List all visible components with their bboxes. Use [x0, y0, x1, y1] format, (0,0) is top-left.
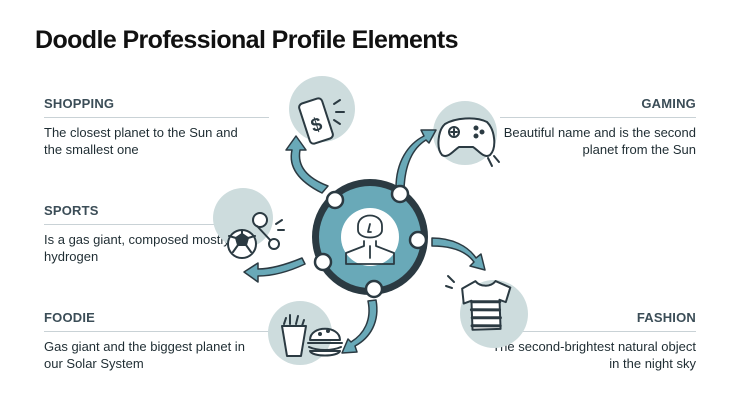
desc-foodie: Gas giant and the biggest planet in our … [44, 339, 245, 371]
node-left [313, 252, 333, 272]
node-right [408, 230, 428, 250]
node-top-right [390, 184, 410, 204]
arrow-sports [243, 257, 306, 283]
divider-sports [44, 224, 244, 225]
fries-burger-icon [281, 314, 343, 357]
center-avatar [312, 179, 428, 295]
label-sports: SPORTS [44, 203, 99, 218]
divider-shopping [44, 117, 269, 118]
divider-gaming [500, 117, 696, 118]
label-shopping: SHOPPING [44, 96, 115, 111]
node-top-left [325, 190, 345, 210]
sports-ball-icon [227, 212, 285, 259]
arrow-foodie [341, 299, 378, 354]
game-controller-icon [437, 117, 500, 167]
desc-shopping: The closest planet to the Sun and the sm… [44, 125, 238, 157]
divider-foodie [44, 331, 269, 332]
arrow-shopping [285, 135, 329, 194]
arrow-gaming [395, 129, 437, 190]
page-title: Doodle Professional Profile Elements [35, 26, 459, 54]
label-fashion: FASHION [636, 310, 696, 325]
blob-sports [213, 188, 273, 248]
divider-fashion [510, 331, 696, 332]
label-foodie: FOODIE [44, 310, 96, 325]
label-gaming: GAMING [641, 96, 696, 111]
phone-dollar-icon: $ [298, 97, 345, 145]
desc-fashion: The second-brightest natural object in t… [492, 339, 696, 371]
node-bottom [364, 279, 384, 299]
desc-gaming: Beautiful name and is the second planet … [503, 125, 696, 157]
tshirt-icon [445, 275, 512, 331]
arrow-fashion [431, 237, 486, 271]
desc-sports: Is a gas giant, composed mostly of hydro… [44, 232, 245, 264]
